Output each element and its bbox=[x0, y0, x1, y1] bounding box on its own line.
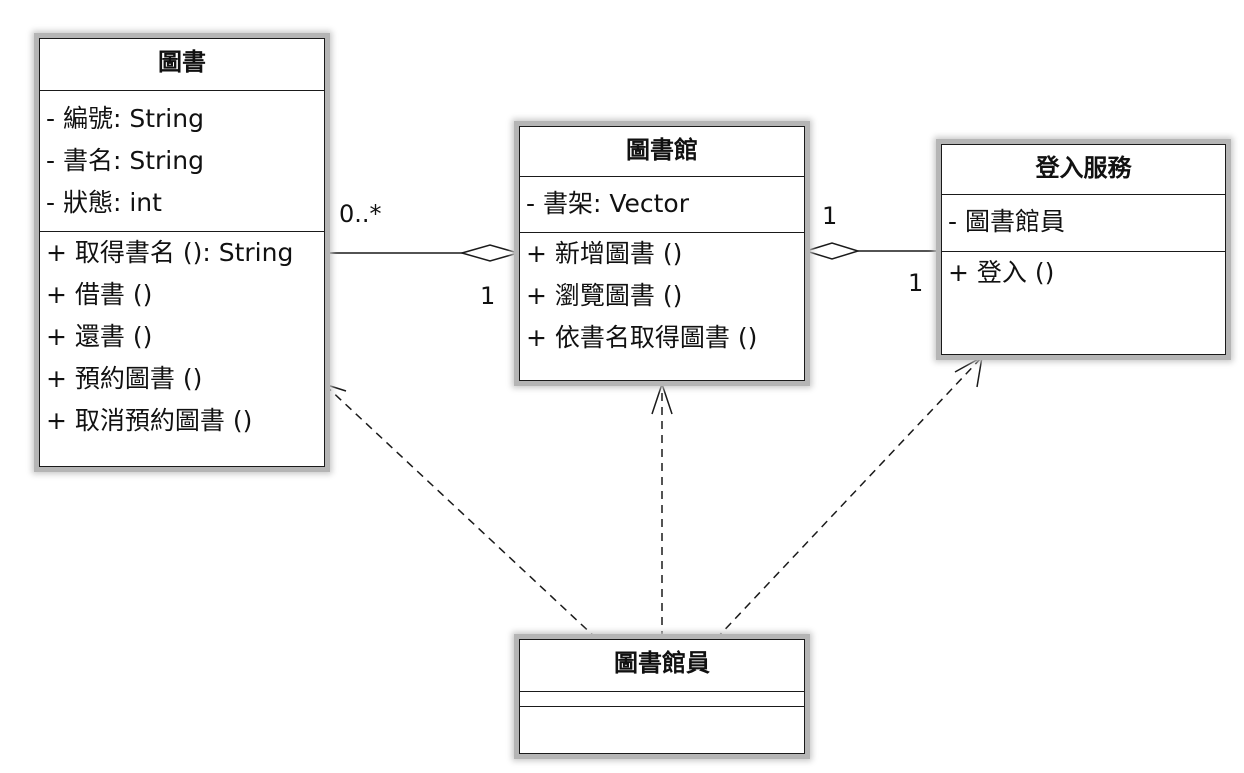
operation-get-book-by-title: + 依書名取得圖書 () bbox=[526, 323, 758, 352]
operation-cancel-reserve: + 取消預約圖書 () bbox=[46, 406, 253, 435]
operation-login: + 登入 () bbox=[948, 258, 1055, 287]
class-book-name: 圖書 bbox=[40, 39, 324, 91]
dependency-line-librarian-login bbox=[715, 356, 983, 640]
attribute-status: - 狀態: int bbox=[46, 188, 162, 217]
dependency-arrowhead-library bbox=[651, 381, 673, 415]
dependency-arrowhead-login bbox=[954, 355, 983, 388]
class-login-service-operations: + 登入 () bbox=[942, 252, 1225, 294]
class-library-operations: + 新增圖書 () + 瀏覽圖書 () + 依書名取得圖書 () bbox=[520, 233, 804, 359]
class-library-attributes: - 書架: Vector bbox=[520, 177, 804, 233]
class-login-service-attributes: - 圖書館員 bbox=[942, 195, 1225, 252]
class-library-name: 圖書館 bbox=[520, 127, 804, 177]
operation-reserve: + 預約圖書 () bbox=[46, 364, 203, 393]
operation-get-title: + 取得書名 (): String bbox=[46, 238, 294, 267]
aggregation-diamond-library-login bbox=[803, 242, 861, 260]
operation-borrow: + 借書 () bbox=[46, 280, 153, 309]
attribute-bookshelf: - 書架: Vector bbox=[526, 189, 690, 218]
multiplicity-library-end-book: 1 bbox=[480, 282, 496, 310]
aggregation-diamond-library-book bbox=[459, 244, 521, 262]
class-librarian-attributes bbox=[520, 692, 804, 707]
class-librarian[interactable]: 圖書館員 bbox=[519, 639, 805, 754]
operation-browse-books: + 瀏覽圖書 () bbox=[526, 281, 683, 310]
multiplicity-book-end: 0..* bbox=[339, 200, 382, 228]
multiplicity-login-end: 1 bbox=[908, 269, 924, 297]
class-library[interactable]: 圖書館 - 書架: Vector + 新增圖書 () + 瀏覽圖書 () + 依… bbox=[519, 126, 805, 381]
class-book-operations: + 取得書名 (): String + 借書 () + 還書 () + 預約圖書… bbox=[40, 232, 324, 442]
class-book[interactable]: 圖書 - 編號: String - 書名: String - 狀態: int +… bbox=[39, 38, 325, 467]
multiplicity-library-end-login: 1 bbox=[822, 202, 838, 230]
attribute-id: - 編號: String bbox=[46, 104, 204, 133]
attribute-title: - 書名: String bbox=[46, 146, 204, 175]
class-book-attributes: - 編號: String - 書名: String - 狀態: int bbox=[40, 91, 324, 232]
class-login-service-name: 登入服務 bbox=[942, 145, 1225, 195]
attribute-librarian: - 圖書館員 bbox=[948, 207, 1065, 236]
class-librarian-name: 圖書館員 bbox=[520, 640, 804, 692]
operation-return: + 還書 () bbox=[46, 322, 153, 351]
operation-add-book: + 新增圖書 () bbox=[526, 239, 683, 268]
dependency-line-librarian-book bbox=[325, 385, 598, 640]
class-login-service[interactable]: 登入服務 - 圖書館員 + 登入 () bbox=[941, 144, 1226, 355]
